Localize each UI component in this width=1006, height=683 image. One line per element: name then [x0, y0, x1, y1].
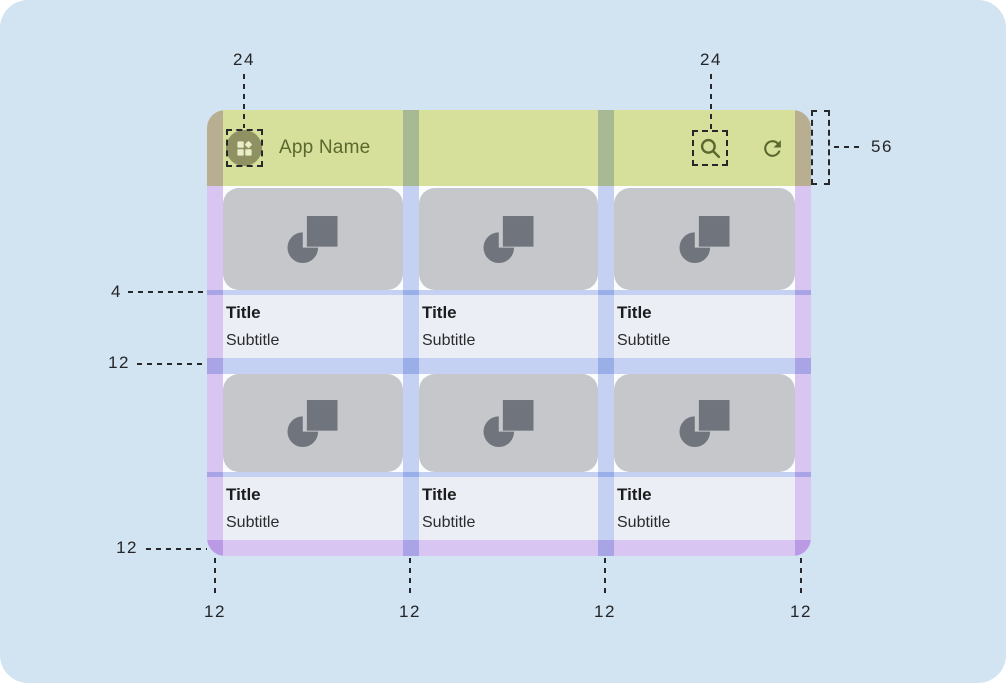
dim-label-row-gap: 12 [108, 353, 130, 372]
card-title: Title [226, 303, 261, 322]
card-title: Title [422, 485, 457, 504]
card-text-block: Title Subtitle [614, 477, 795, 540]
dim-label-bottom-margin: 12 [116, 538, 138, 557]
dim-leader-line [243, 74, 245, 128]
card-title: Title [226, 485, 261, 504]
dim-leader-line [214, 558, 216, 598]
card-text-block: Title Subtitle [419, 295, 598, 358]
dim-leader-line [409, 558, 411, 598]
card-image-placeholder [223, 374, 403, 472]
card-title: Title [617, 485, 652, 504]
dashboard-icon [236, 140, 252, 156]
card-image-placeholder [614, 188, 795, 290]
app-menu-button[interactable] [226, 130, 262, 166]
appbar-height-bracket [811, 110, 830, 185]
card-text-block: Title Subtitle [223, 295, 403, 358]
image-placeholder-icon [482, 399, 533, 447]
card-image-placeholder [419, 374, 598, 472]
search-icon [700, 138, 721, 159]
dim-leader-line [128, 291, 207, 293]
card[interactable]: Title Subtitle [614, 374, 795, 540]
card-title: Title [617, 303, 652, 322]
icon-bounds-box [226, 129, 263, 167]
card-subtitle: Subtitle [617, 514, 671, 531]
card[interactable]: Title Subtitle [614, 188, 795, 358]
app-window: App Name Ti [207, 110, 811, 556]
card-image-placeholder [419, 188, 598, 290]
dim-label-icon-size-left: 24 [233, 50, 255, 69]
card-image-placeholder [614, 374, 795, 472]
dim-leader-line [710, 74, 712, 130]
dim-label-margin: 12 [790, 602, 812, 621]
image-placeholder-icon [482, 215, 533, 263]
image-placeholder-icon [287, 215, 338, 263]
row-gap-overlay [207, 358, 811, 374]
dim-label-gutter: 12 [399, 602, 421, 621]
dim-label-image-text-gap: 4 [111, 282, 122, 301]
card-image-placeholder [223, 188, 403, 290]
card-subtitle: Subtitle [226, 332, 280, 349]
image-placeholder-icon [678, 399, 729, 447]
dim-label-appbar-height: 56 [871, 137, 893, 156]
card-subtitle: Subtitle [617, 332, 671, 349]
card-text-block: Title Subtitle [614, 295, 795, 358]
card-text-block: Title Subtitle [223, 477, 403, 540]
dim-leader-line [800, 558, 802, 598]
card-subtitle: Subtitle [226, 514, 280, 531]
dim-leader-line [146, 548, 207, 550]
dim-label-gutter: 12 [594, 602, 616, 621]
search-button[interactable] [697, 135, 723, 161]
bottom-margin-overlay [207, 540, 811, 556]
card-text-block: Title Subtitle [419, 477, 598, 540]
dim-label-icon-size-right: 24 [700, 50, 722, 69]
card[interactable]: Title Subtitle [419, 374, 598, 540]
dim-leader-line [604, 558, 606, 598]
image-placeholder-icon [287, 399, 338, 447]
card[interactable]: Title Subtitle [223, 188, 403, 358]
dim-leader-line [834, 146, 864, 148]
dim-leader-line [137, 363, 207, 365]
card-subtitle: Subtitle [422, 332, 476, 349]
app-title: App Name [279, 137, 371, 158]
card[interactable]: Title Subtitle [419, 188, 598, 358]
image-placeholder-icon [678, 215, 729, 263]
dim-label-margin: 12 [204, 602, 226, 621]
card[interactable]: Title Subtitle [223, 374, 403, 540]
icon-bounds-box [692, 130, 728, 166]
refresh-button[interactable] [759, 135, 785, 161]
card-title: Title [422, 303, 457, 322]
refresh-icon [763, 139, 781, 157]
card-subtitle: Subtitle [422, 514, 476, 531]
